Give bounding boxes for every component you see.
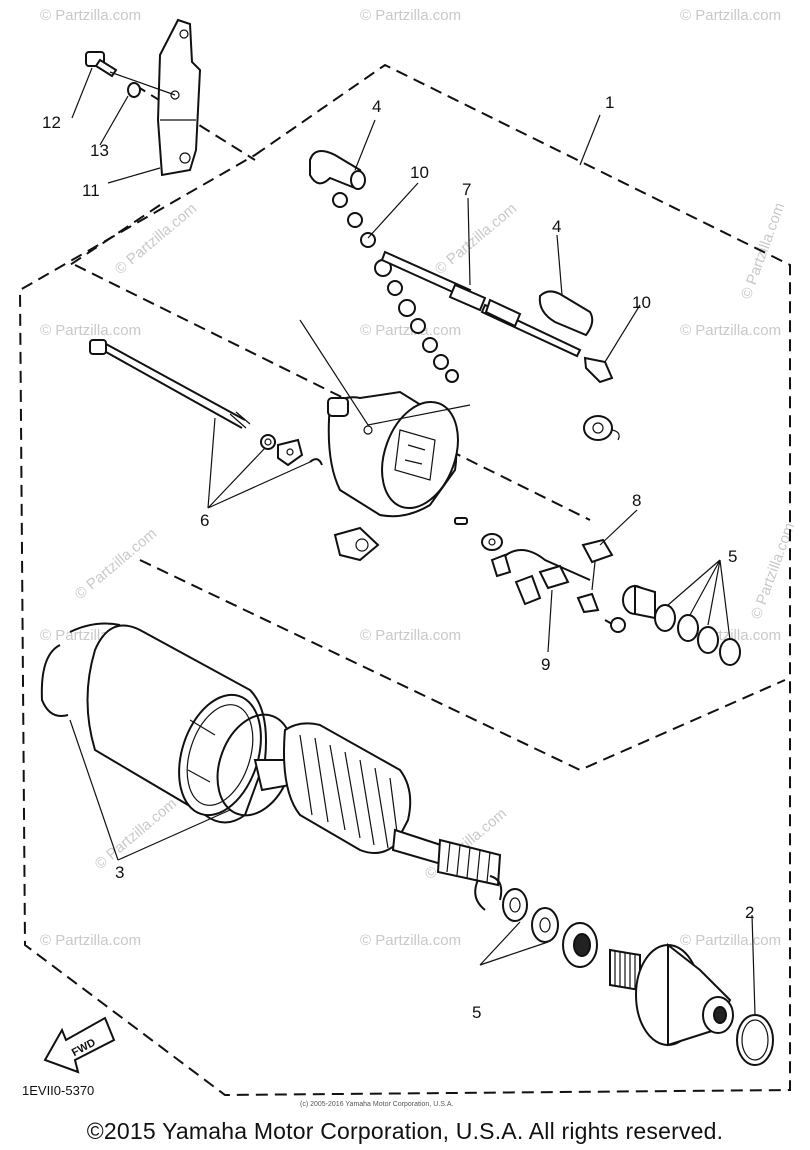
bearing-top-right [583, 415, 620, 441]
assembly-boundary [18, 63, 791, 1097]
terminal-cap-lower [538, 290, 594, 337]
watermark: © Partzilla.com [432, 200, 520, 278]
small-screw [604, 617, 626, 633]
seal-plate [277, 438, 304, 467]
callout-8: 8 [632, 491, 641, 510]
o-ring-large-left [40, 622, 121, 717]
group-boundary-top [69, 204, 591, 521]
washer-lower-1 [502, 888, 528, 922]
oil-seal [562, 922, 598, 968]
watermark: © Partzilla.com [360, 627, 461, 644]
callout-9: 9 [541, 655, 550, 674]
fine-print: (c) 2005-2016 Yamaha Motor Corporation, … [300, 1101, 453, 1108]
callout-4-lower: 4 [552, 217, 561, 236]
front-cover [635, 942, 734, 1047]
needle-bearing [609, 948, 641, 992]
callout-10-lower: 10 [632, 293, 651, 312]
end-cover [327, 390, 459, 518]
watermark: © Partzilla.com [680, 7, 781, 24]
watermark: © Partzilla.com [680, 932, 781, 949]
callout-12: 12 [42, 113, 61, 132]
brush-holder-left [333, 526, 380, 562]
brush-9 [538, 564, 570, 590]
circlip [474, 875, 503, 911]
callout-1: 1 [605, 93, 614, 112]
shim-washers-right [654, 604, 741, 666]
callout-11: 11 [82, 181, 100, 200]
watermark: © Partzilla.com [360, 7, 461, 24]
callout-5-lower: 5 [472, 1003, 481, 1022]
bushing [622, 584, 656, 620]
spring-clip [309, 458, 323, 466]
callout-2: 2 [745, 903, 754, 922]
brush-8 [581, 538, 614, 591]
watermark: © Partzilla.com [92, 795, 180, 873]
callout-13: 13 [90, 141, 109, 160]
terminal-wire [490, 549, 591, 606]
bolt-axis [109, 71, 176, 96]
watermark: © Partzilla.com [360, 322, 461, 339]
callout-6: 6 [200, 511, 209, 530]
watermark: © Partzilla.com [680, 322, 781, 339]
leader-lines [69, 67, 756, 1016]
callout-10-upper: 10 [410, 163, 429, 182]
front-o-ring [736, 1014, 774, 1066]
fwd-arrow-icon: FWD [43, 1016, 116, 1074]
callout-5-right: 5 [728, 547, 737, 566]
watermark: © Partzilla.com [40, 7, 141, 24]
callout-4-upper: 4 [372, 97, 381, 116]
o-ring-small [260, 434, 276, 450]
yoke-housing [86, 624, 267, 824]
copyright-notice: ©2015 Yamaha Motor Corporation, U.S.A. A… [86, 1118, 724, 1144]
terminal-bolt [380, 250, 582, 358]
terminal-cap-upper [309, 150, 366, 190]
watermark: © Partzilla.com [360, 932, 461, 949]
armature [253, 722, 502, 887]
brush-spring [576, 592, 600, 614]
drawing-code: 1EVII0-5370 [22, 1083, 94, 1098]
callout-3: 3 [115, 863, 124, 882]
bracket-boundary [134, 84, 256, 161]
grommet [481, 533, 503, 551]
through-bolt [89, 339, 251, 429]
washer-lower-2 [531, 907, 559, 943]
nut-washer-stack-left [332, 192, 459, 383]
group-boundary-mid [139, 559, 786, 772]
terminal-lug-right [583, 356, 614, 384]
mounting-bracket [156, 18, 202, 177]
watermark: © Partzilla.com [40, 932, 141, 949]
pin-small [454, 517, 468, 525]
bracket-washer [127, 82, 141, 98]
watermark: © Partzilla.com [40, 322, 141, 339]
callout-7: 7 [462, 180, 471, 199]
